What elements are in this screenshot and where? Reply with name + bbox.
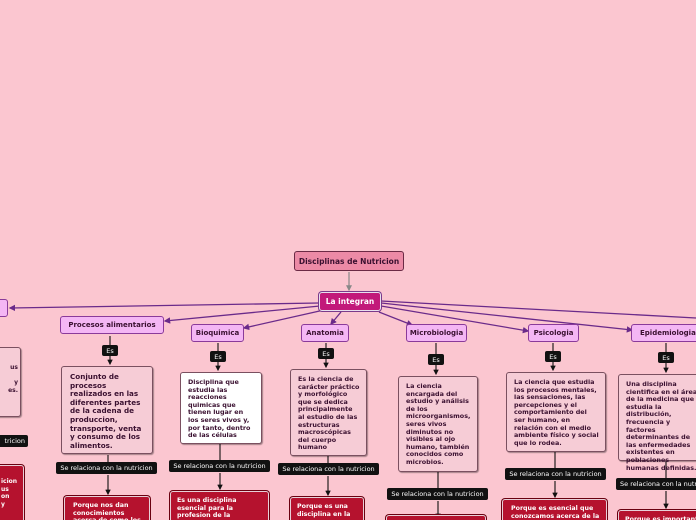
reason-epidemiologia[interactable]: Porque es importante (618, 510, 696, 520)
category-bioquimica[interactable]: Bioquimica (191, 324, 244, 342)
root-node[interactable]: Disciplinas de Nutricion (294, 251, 404, 271)
definition-anatomia[interactable]: Es la ciencia de carácter práctico y mor… (290, 369, 367, 456)
es-label: Es (658, 352, 674, 363)
relation-label: Se relaciona con la nutricion (56, 462, 157, 474)
relation-label: Se relaciona con la nutricion (616, 478, 696, 490)
es-label: Es (102, 345, 118, 356)
category-epidemiologia[interactable]: Epidemiologia (631, 324, 696, 342)
relation-label: Se relaciona con la nutricion (278, 463, 379, 475)
es-label: Es (545, 351, 561, 362)
es-label: Es (318, 348, 334, 359)
relation-label: Se relaciona con la nutricion (505, 468, 606, 480)
reason-anatomia[interactable]: Porque es una disciplina en la (290, 497, 364, 520)
definition-epidemiologia[interactable]: Una disciplina cientifica en el área de … (618, 374, 696, 471)
category-psicologia[interactable]: Psicologia (528, 324, 579, 342)
reason-bioquimica[interactable]: Es una disciplina esencial para la profe… (170, 491, 269, 520)
definition-microbiologia[interactable]: La ciencia encargada del estudio y análi… (398, 376, 478, 472)
definition-procesos-alimentarios[interactable]: Conjunto de procesos realizados en las d… (61, 366, 153, 454)
relation-label: Se relaciona con la nutricion (387, 488, 488, 500)
category-procesos-alimentarios[interactable]: Procesos alimentarios (60, 316, 164, 334)
reason-microbiologia[interactable] (386, 515, 486, 520)
la-integran-node[interactable]: La integran (319, 292, 381, 311)
reason-psicologia[interactable]: Porque es esencial que conozcamos acerca… (502, 499, 607, 520)
relation-partial-left: tricion (0, 435, 28, 447)
category-microbiologia[interactable]: Microbiologia (406, 324, 467, 342)
definition-psicologia[interactable]: La ciencia que estudia los procesos ment… (506, 372, 606, 452)
relation-label: Se relaciona con la nutricion (169, 460, 270, 472)
category-anatomia[interactable]: Anatomia (301, 324, 349, 342)
reason-partial-left[interactable]: icion us on y (0, 465, 24, 520)
es-label: Es (428, 354, 444, 365)
reason-procesos-alimentarios[interactable]: Porque nos dan conocimientos acerca de c… (64, 496, 150, 520)
es-label: Es (210, 351, 226, 362)
category-partial-left[interactable] (0, 299, 8, 317)
definition-bioquimica[interactable]: Disciplina que estudia las reacciones qu… (180, 372, 262, 444)
definition-partial-left[interactable]: us y es. (0, 347, 21, 417)
